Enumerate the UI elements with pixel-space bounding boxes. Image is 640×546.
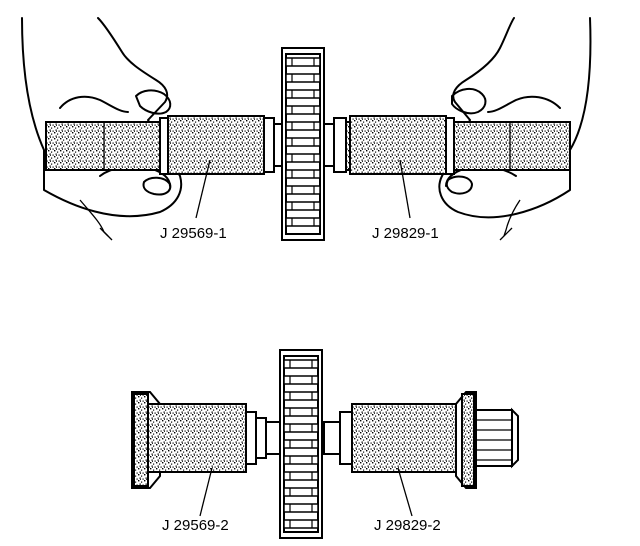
gear-tooth: [285, 73, 321, 83]
gear-tooth: [285, 153, 321, 163]
top-left-leader: [195, 159, 211, 219]
label-j29829-1: J 29829-1: [372, 225, 439, 242]
gear-tooth: [283, 423, 319, 433]
splined-shaft-end: [475, 407, 519, 469]
gear-tooth: [283, 359, 319, 369]
gear-tooth: [283, 503, 319, 513]
gear-tooth: [283, 407, 319, 417]
gear-tooth: [283, 519, 319, 529]
gear-tooth: [283, 439, 319, 449]
left-flanged-tool: [131, 391, 257, 489]
left-installer-tool: [45, 115, 269, 175]
gear-tooth: [283, 455, 319, 465]
gear-tooth: [285, 57, 321, 67]
gear-tooth: [283, 487, 319, 497]
gear-tooth: [283, 375, 319, 385]
top-right-leader: [399, 159, 411, 219]
top-assembly: [21, 17, 592, 241]
right-installer-tool: [345, 115, 571, 175]
gear-tooth: [283, 471, 319, 481]
bottom-shaft-collars: [255, 417, 341, 459]
gear-tooth: [285, 185, 321, 195]
label-j29829-2: J 29829-2: [374, 517, 441, 534]
bottom-right-leader: [397, 467, 413, 517]
gear-tooth: [285, 217, 321, 227]
right-flanged-tool: [339, 391, 477, 489]
gear-tooth: [285, 89, 321, 99]
gear-tooth: [283, 391, 319, 401]
bottom-assembly: [131, 349, 519, 539]
label-j29569-1: J 29569-1: [160, 225, 227, 242]
gear-tooth: [285, 121, 321, 131]
bottom-left-leader: [199, 467, 213, 517]
gear-tooth: [285, 201, 321, 211]
gear-tooth: [285, 105, 321, 115]
gear-tooth: [285, 169, 321, 179]
label-j29569-2: J 29569-2: [162, 517, 229, 534]
top-gear: [281, 47, 325, 241]
gear-tooth: [285, 137, 321, 147]
top-shaft-collars: [263, 117, 347, 173]
bottom-gear: [279, 349, 323, 539]
